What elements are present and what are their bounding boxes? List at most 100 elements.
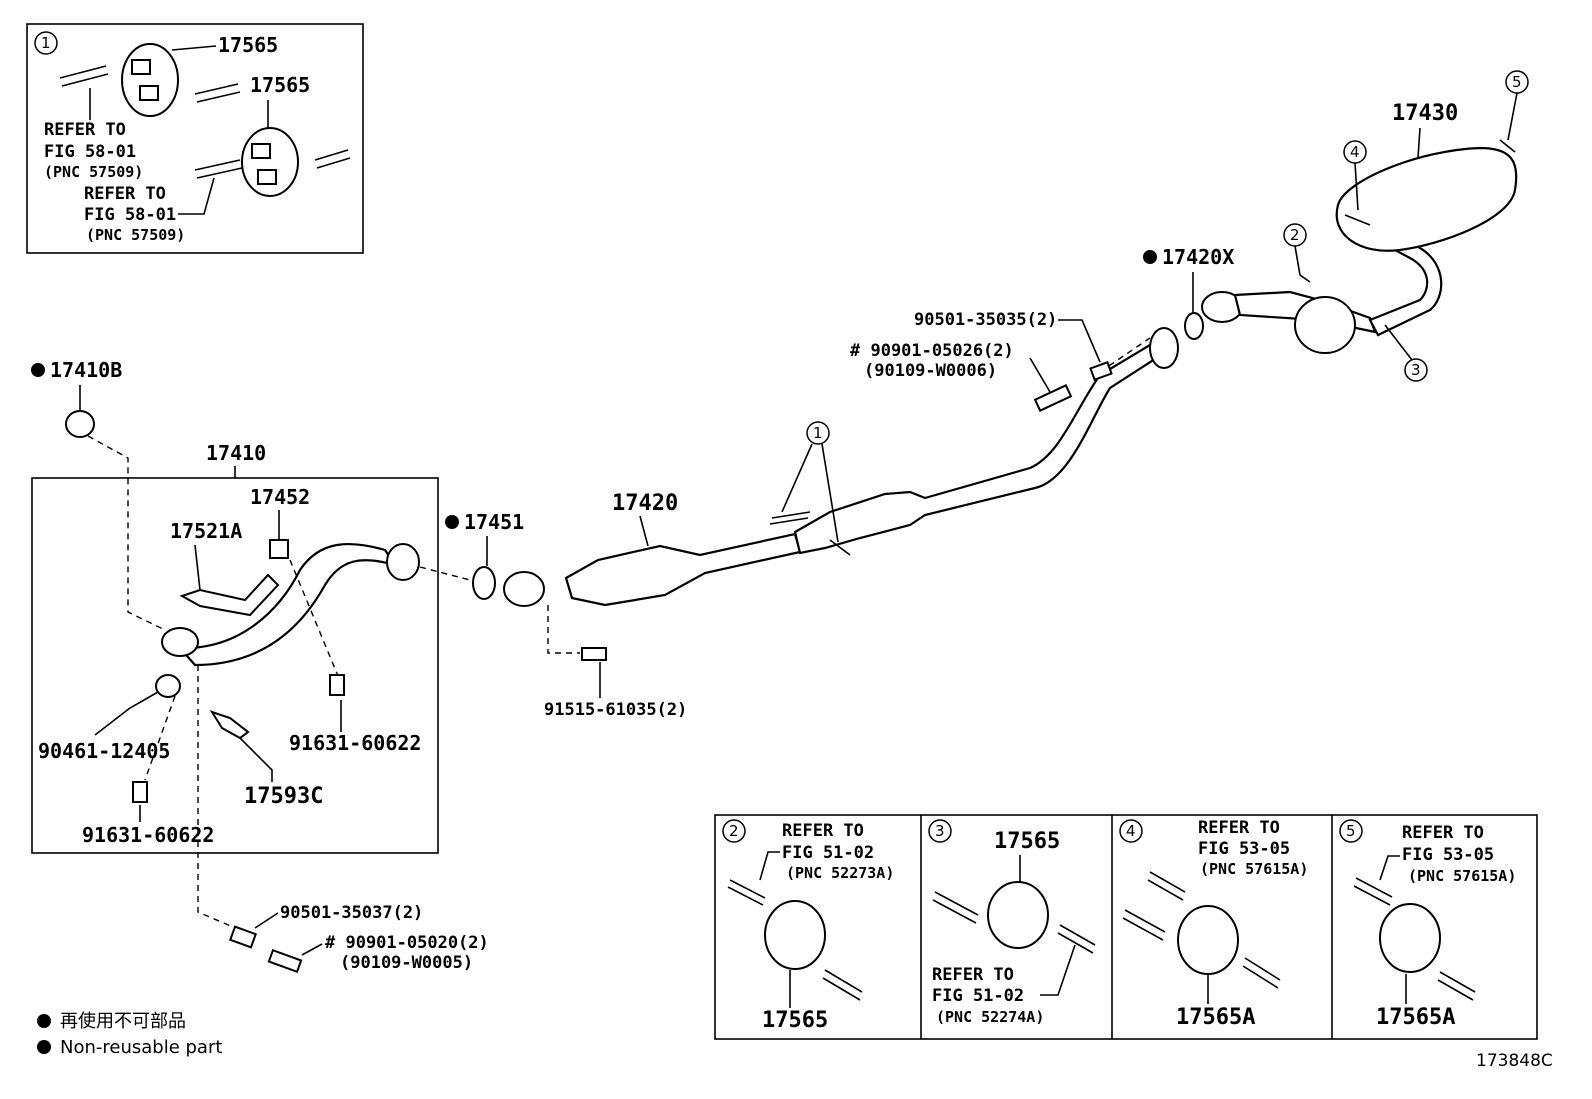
part-90461-12405: 90461-12405 <box>38 739 170 763</box>
refer-pnc-57509-b: (PNC 57509) <box>86 226 185 244</box>
center-pipe-front-flange <box>503 571 545 607</box>
box5-fig-53-05: FIG 53-05 <box>1402 845 1494 865</box>
part-17430: 17430 <box>1392 101 1458 126</box>
insulator-17593C <box>209 710 250 740</box>
bolt-90901-05026 <box>1033 384 1073 412</box>
box4-refer-to: REFER TO <box>1198 818 1280 838</box>
callout-1-label: 1 <box>41 34 51 52</box>
box2-refer-to: REFER TO <box>782 821 864 841</box>
legend-non-reusable-en: Non-reusable part <box>60 1037 222 1058</box>
part-17420X: 17420X <box>1162 245 1234 269</box>
refer-to-1: REFER TO <box>44 120 126 140</box>
detail-box-2: 2 REFER TO FIG 51-02 (PNC 52273A) 17565 <box>722 819 894 1033</box>
part-17521A: 17521A <box>170 519 242 543</box>
box5-pnc-57615A: (PNC 57615A) <box>1408 867 1516 885</box>
callout-1-badge <box>806 421 830 445</box>
sub-muffler <box>1294 296 1356 354</box>
figure-code: 173848C <box>1476 1051 1553 1071</box>
bolt-91631-right <box>329 674 345 696</box>
non-reusable-mark-17410B <box>31 363 45 377</box>
callout-2-label: 2 <box>729 822 739 840</box>
refer-to-2: REFER TO <box>84 184 166 204</box>
detail-box-5: 5 REFER TO FIG 53-05 (PNC 57615A) 17565A <box>1339 819 1516 1030</box>
callout-3-main: 3 <box>1411 361 1421 379</box>
gasket-17420X-group: 17420X <box>1143 245 1234 340</box>
gasket-17410B-group: 17410B <box>31 358 166 631</box>
part-17410: 17410 <box>206 441 266 465</box>
spring-90501-35035 <box>1089 361 1113 381</box>
part-17452: 17452 <box>250 485 310 509</box>
detail-box-4: 4 REFER TO FIG 53-05 (PNC 57615A) 17565A <box>1119 818 1308 1030</box>
tailpipe-rear <box>1368 236 1443 337</box>
part-90501-35037: 90501-35037(2) <box>280 903 423 923</box>
box4-fig-53-05: FIG 53-05 <box>1198 839 1290 859</box>
part-17410B: 17410B <box>50 358 122 382</box>
front-pipe-assembly-box: 17410 17521A 17452 91631-60622 90461-124… <box>31 441 439 854</box>
box4-pnc-57615A: (PNC 57615A) <box>1200 860 1308 878</box>
hanger-rubber-upper <box>59 43 241 117</box>
non-reusable-mark-17451 <box>445 515 459 529</box>
part-90901-05020: # 90901-05020(2) <box>325 933 489 953</box>
box2-fig-51-02: FIG 51-02 <box>782 843 874 863</box>
heat-insulator <box>179 573 280 617</box>
front-pipe-flange <box>161 627 199 657</box>
detail-box-3: 3 17565 REFER TO FIG 51-02 (PNC 52274A) <box>928 819 1096 1026</box>
part-17565-lower: 17565 <box>250 73 310 97</box>
legend: 再使用不可部品 Non-reusable part <box>37 1011 222 1058</box>
refer-fig-58-01-b: FIG 58-01 <box>84 205 176 225</box>
legend-non-reusable-ja: 再使用不可部品 <box>60 1011 186 1032</box>
main-muffler <box>1335 146 1518 252</box>
box3-pnc-52274A: (PNC 52274A) <box>936 1008 1044 1026</box>
front-pipe-rear-flange <box>386 543 420 581</box>
refer-pnc-57509-a: (PNC 57509) <box>44 163 143 181</box>
tailpipe-muffler-assembly <box>1201 139 1518 354</box>
clamp-17452 <box>269 539 289 559</box>
center-exhaust-pipe <box>503 327 1179 607</box>
part-17420: 17420 <box>612 491 678 516</box>
bolt-90901-05020 <box>267 948 303 974</box>
callout-5-main: 5 <box>1512 73 1522 91</box>
gasket-17451 <box>472 566 496 600</box>
callout-3-main-badge <box>1404 358 1428 382</box>
part-17593C: 17593C <box>244 784 323 809</box>
part-90109-W0006: (90109-W0006) <box>864 361 997 381</box>
gasket-17451-group: 17451 <box>419 510 524 600</box>
callout-2-main: 2 <box>1290 226 1300 244</box>
callout-3-label: 3 <box>935 822 945 840</box>
part-17565-upper: 17565 <box>218 33 278 57</box>
part-17451: 17451 <box>464 510 524 534</box>
non-reusable-mark-17420X <box>1143 250 1157 264</box>
box5-refer-to: REFER TO <box>1402 823 1484 843</box>
refer-fig-58-01-a: FIG 58-01 <box>44 142 136 162</box>
box3-part-17565: 17565 <box>994 829 1060 854</box>
hanger-rubber-lower <box>194 127 351 197</box>
box3-fig-51-02: FIG 51-02 <box>932 986 1024 1006</box>
part-91515-61035: 91515-61035(2) <box>544 700 687 720</box>
catalytic-converter <box>564 532 802 607</box>
bolt-91631-left <box>132 781 148 803</box>
bolt-91515 <box>581 647 607 661</box>
callout-4-main: 4 <box>1350 143 1360 161</box>
gasket-17410B <box>65 410 95 438</box>
legend-bullet-ja <box>37 1014 51 1028</box>
box2-pnc-52273A: (PNC 52273A) <box>786 864 894 882</box>
part-91631-60622-left: 91631-60622 <box>82 823 214 847</box>
nut-90461 <box>155 674 181 698</box>
box2-part-17565: 17565 <box>762 1008 828 1033</box>
part-90901-05026: # 90901-05026(2) <box>850 341 1014 361</box>
box4-part-17565A: 17565A <box>1176 1005 1255 1030</box>
callout-1-main: 1 <box>813 424 823 442</box>
gasket-17420X <box>1184 312 1204 340</box>
part-90501-35035: 90501-35035(2) <box>914 310 1057 330</box>
legend-bullet-en <box>37 1040 51 1054</box>
callout-4-label: 4 <box>1126 822 1136 840</box>
spring-90501-35037 <box>228 925 258 949</box>
detail-boxes-bottom: 2 REFER TO FIG 51-02 (PNC 52273A) 17565 … <box>714 814 1538 1040</box>
box5-part-17565A: 17565A <box>1376 1005 1455 1030</box>
part-90109-W0005: (90109-W0005) <box>340 953 473 973</box>
center-pipe-rear-flange <box>1149 327 1179 369</box>
box3-refer-to: REFER TO <box>932 965 1014 985</box>
detail-box-1: 1 17565 17565 REFER TO FIG 58-01 ( <box>26 23 364 254</box>
callout-5-label: 5 <box>1346 822 1356 840</box>
